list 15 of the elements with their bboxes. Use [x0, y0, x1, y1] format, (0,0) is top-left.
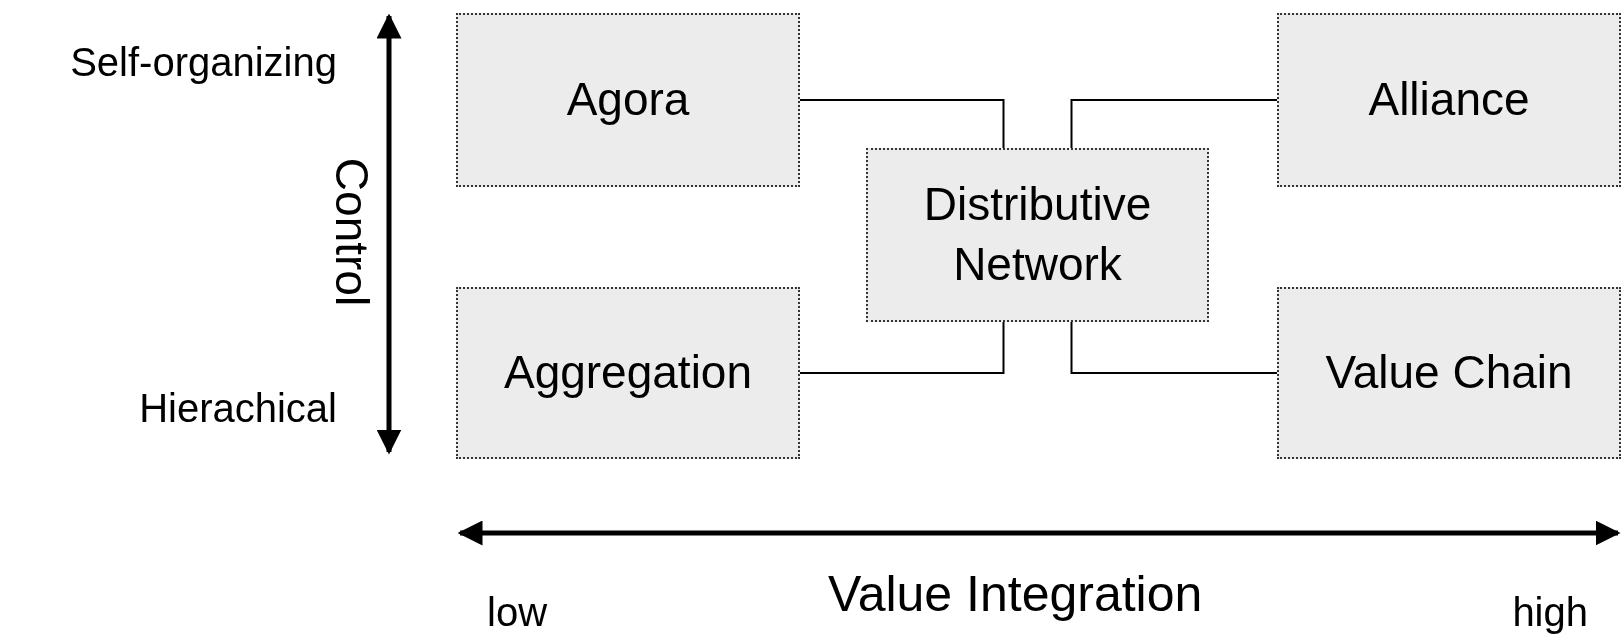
- category-box: Distributive Network: [866, 148, 1209, 322]
- connector-line: [1070, 99, 1278, 149]
- category-box: Value Chain: [1277, 287, 1621, 459]
- connector-line: [799, 99, 1005, 149]
- category-box: Alliance: [1277, 13, 1621, 187]
- axis-label: Self-organizing: [70, 40, 337, 85]
- axis-label: low: [487, 590, 548, 635]
- category-box: Aggregation: [456, 287, 800, 459]
- category-box: Agora: [456, 13, 800, 187]
- axis-title: Value Integration: [828, 565, 1203, 623]
- axis-label: high: [1512, 590, 1588, 635]
- connector-line: [1070, 321, 1278, 374]
- connector-line: [799, 321, 1005, 374]
- axis-label: Hierachical: [139, 386, 337, 431]
- axis-title: Control: [325, 157, 380, 307]
